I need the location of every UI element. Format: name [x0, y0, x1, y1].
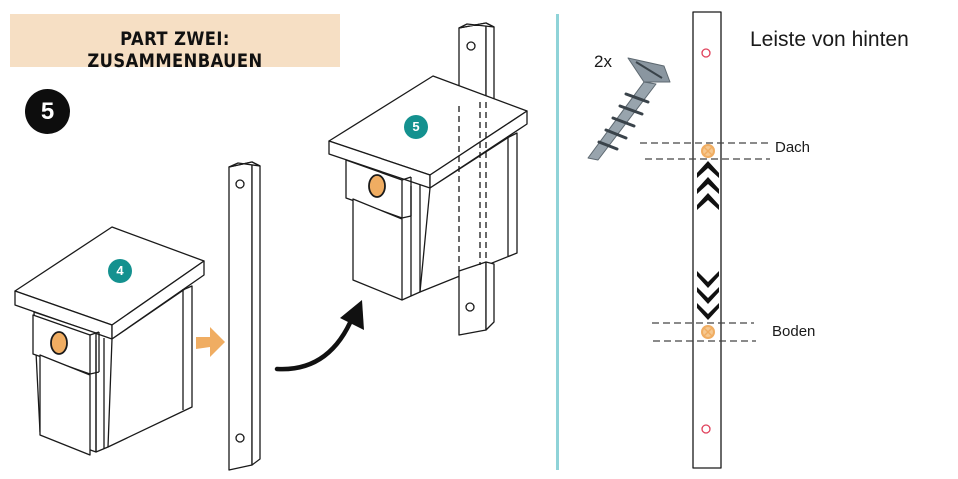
birdhouse-before	[14, 226, 205, 456]
entrance-hole	[368, 174, 386, 198]
mounting-hole-icon	[701, 424, 711, 434]
floor-label: Boden	[772, 323, 816, 340]
orange-arrow-icon	[196, 327, 225, 357]
back-view-title: Leiste von hinten	[750, 28, 909, 51]
batten	[228, 161, 261, 471]
mounting-hole-icon	[701, 48, 711, 58]
panel-divider	[556, 14, 559, 470]
screw-quantity: 2x	[594, 52, 612, 71]
entrance-hole	[50, 331, 68, 355]
step-number-badge: 5	[25, 89, 70, 134]
screw-position-icon	[701, 144, 715, 158]
screw-icon	[587, 57, 671, 161]
section-title: PART ZWEI: ZUSAMMENBAUEN	[87, 28, 263, 72]
part-badge-4: 4	[108, 259, 132, 283]
chevron-down-icon	[697, 271, 719, 320]
curved-arrow-icon	[274, 313, 356, 372]
chevron-up-icon	[697, 161, 719, 210]
roof-label: Dach	[775, 139, 811, 156]
part-badge-5: 5	[404, 115, 428, 139]
screw-position-icon	[701, 325, 715, 339]
section-banner: PART ZWEI: ZUSAMMENBAUEN	[10, 14, 340, 72]
birdhouse-after	[328, 22, 528, 336]
batten-back-view	[640, 11, 770, 469]
